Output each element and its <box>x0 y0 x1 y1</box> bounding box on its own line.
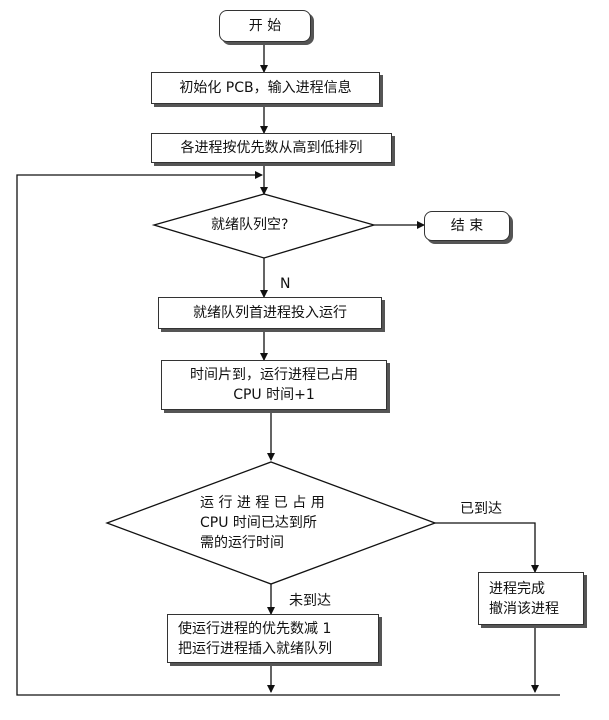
empty-queue-question: 就绪队列空? <box>211 217 289 233</box>
start-label: 开 始 <box>248 18 282 34</box>
requeue-line-2: 把运行进程插入就绪队列 <box>178 640 332 657</box>
empty-queue-decision-shape <box>151 193 377 259</box>
init-pcb-label: 初始化 PCB，输入进程信息 <box>179 80 352 96</box>
time-reached-line-3: 需的运行时间 <box>200 535 284 551</box>
time-slice-line-1: 时间片到，运行进程已占用 <box>190 367 358 383</box>
edge-label-reached: 已到达 <box>460 501 502 517</box>
end-node: 结 束 <box>424 211 510 241</box>
edge-label-no: N <box>280 276 291 292</box>
requeue-line-1: 使运行进程的优先数减 1 <box>178 620 332 637</box>
edge-label-not-reached: 未到达 <box>289 593 331 609</box>
time-reached-question: 运 行 进 程 已 占 用 CPU 时间已达到所 需的运行时间 <box>200 493 325 553</box>
end-label: 结 束 <box>450 218 484 234</box>
start-node: 开 始 <box>219 10 311 42</box>
time-slice-node: 时间片到，运行进程已占用 CPU 时间+1 <box>161 360 387 410</box>
sort-priority-node: 各进程按优先数从高到低排列 <box>151 133 392 163</box>
init-pcb-node: 初始化 PCB，输入进程信息 <box>151 72 380 104</box>
loop-back-line <box>16 171 560 696</box>
process-finish-line-1: 进程完成 <box>489 580 545 597</box>
requeue-node: 使运行进程的优先数减 1 把运行进程插入就绪队列 <box>167 614 379 663</box>
time-reached-decision-shape <box>105 461 437 585</box>
time-slice-line-2: CPU 时间+1 <box>233 387 315 403</box>
sort-priority-label: 各进程按优先数从高到低排列 <box>180 140 363 156</box>
process-finish-node: 进程完成 撤消该进程 <box>478 572 584 625</box>
dispatch-label: 就绪队列首进程投入运行 <box>193 305 347 321</box>
arrow-reached-to-finish <box>435 522 539 573</box>
time-reached-line-1: 运 行 进 程 已 占 用 <box>200 495 325 511</box>
process-finish-line-2: 撤消该进程 <box>489 600 559 617</box>
dispatch-node: 就绪队列首进程投入运行 <box>158 297 382 329</box>
time-reached-line-2: CPU 时间已达到所 <box>200 515 317 531</box>
